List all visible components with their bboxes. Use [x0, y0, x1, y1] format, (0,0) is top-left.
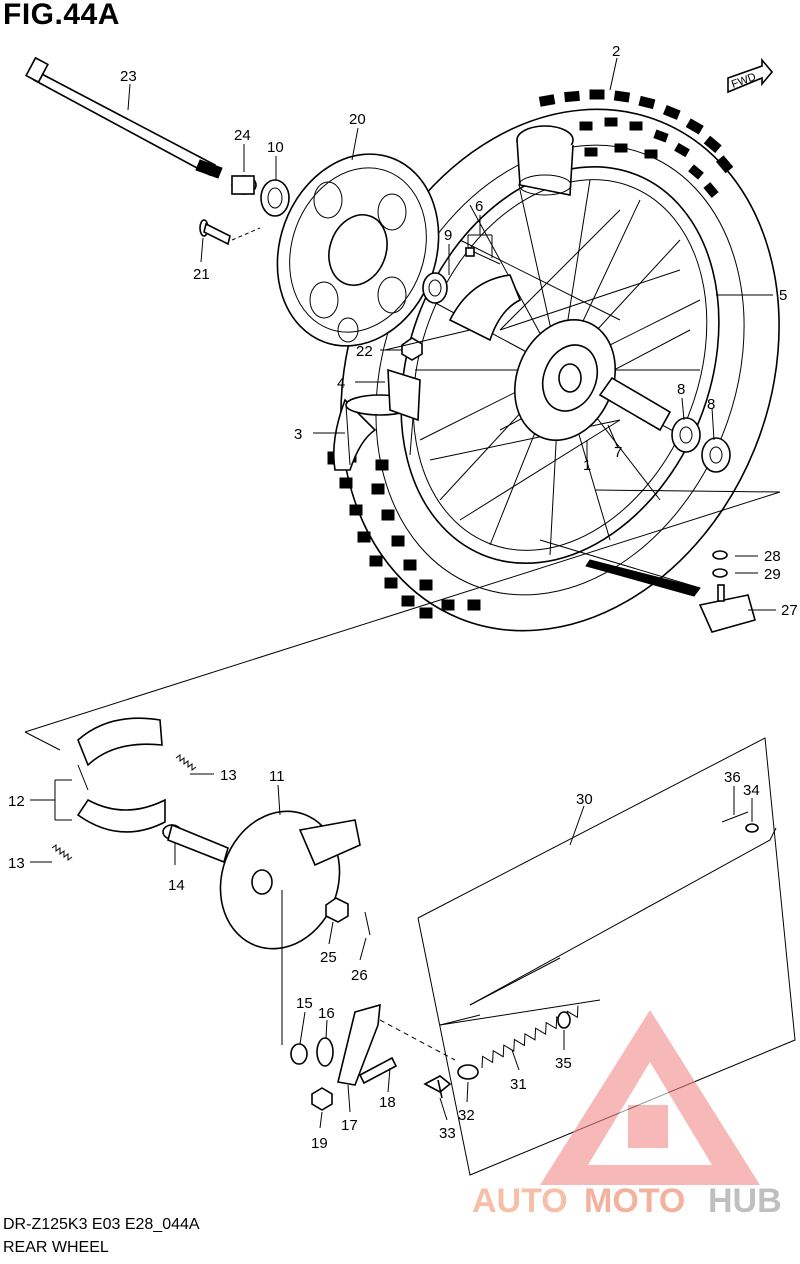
callout-16: 16	[318, 1005, 335, 1022]
watermark-hub: HUB	[708, 1182, 782, 1220]
rear-sprocket	[276, 153, 440, 347]
callout-2: 2	[612, 43, 620, 60]
callout-19: 19	[311, 1135, 328, 1152]
o-ring	[290, 1043, 308, 1065]
sprocket-nut	[401, 337, 423, 361]
rim-band	[387, 368, 421, 422]
callout-22: 22	[356, 343, 373, 360]
brake-cam-lever	[337, 1003, 381, 1086]
hub	[513, 318, 672, 442]
callout-7: 7	[614, 444, 622, 461]
callout-15: 15	[296, 995, 313, 1012]
watermark-auto: AUTO	[472, 1182, 568, 1220]
footer-model-code: DR-Z125K3 E03 E28_044A	[3, 1216, 200, 1233]
callout-6: 6	[475, 198, 483, 215]
footer-section-name: REAR WHEEL	[3, 1239, 109, 1256]
callout-4: 4	[337, 375, 345, 392]
callout-10: 10	[267, 139, 284, 156]
callout-27: 27	[781, 602, 798, 619]
indicator-plate	[316, 1037, 334, 1067]
rod-joint	[457, 1064, 479, 1080]
brake-panel	[219, 810, 361, 950]
brake-shoes	[76, 717, 166, 833]
brake-rod	[439, 827, 777, 1026]
callout-30: 30	[576, 791, 593, 808]
callout-32: 32	[458, 1107, 475, 1124]
oil-seal	[260, 179, 290, 217]
callout-20: 20	[349, 111, 366, 128]
wing-nut	[423, 1075, 452, 1099]
callout-11: 11	[269, 768, 285, 785]
lever-nut	[311, 1087, 333, 1111]
callouts: 1 2 3 4 5 6 7 8 8 9 10 11 12 13 13 14 15…	[8, 43, 798, 1152]
callout-13a: 13	[220, 767, 237, 784]
callout-23: 23	[120, 68, 137, 85]
callout-34: 34	[743, 782, 760, 799]
rod-pin	[721, 811, 749, 823]
pointer-arrow	[585, 559, 701, 597]
callout-14: 14	[168, 877, 185, 894]
castle-nut	[325, 897, 349, 923]
watermark-logo-icon	[540, 1010, 760, 1185]
callout-1: 1	[583, 457, 591, 474]
callout-31: 31	[510, 1076, 527, 1093]
callout-29: 29	[764, 566, 781, 583]
callout-21: 21	[193, 266, 210, 283]
callout-18: 18	[379, 1094, 396, 1111]
brake-spring-a	[175, 754, 197, 771]
callout-26: 26	[351, 967, 368, 984]
callout-33: 33	[439, 1125, 456, 1142]
tire-cutaway	[516, 125, 574, 196]
wheel-bearing-a	[671, 417, 701, 453]
brake-spring-b	[51, 844, 73, 861]
wheel-bearing-b	[701, 437, 731, 473]
hub-drum-plate	[448, 274, 522, 342]
bearing-9	[422, 272, 448, 304]
watermark-moto: MOTO	[584, 1182, 685, 1220]
brake-rod-box	[417, 737, 796, 1176]
callout-36: 36	[724, 769, 741, 786]
callout-12: 12	[8, 793, 25, 810]
cotter-pin	[364, 911, 371, 936]
brake-cam	[162, 823, 229, 864]
rear-axle	[25, 56, 223, 179]
callout-8b: 8	[707, 396, 715, 413]
callout-28: 28	[764, 548, 781, 565]
callout-13b: 13	[8, 855, 25, 872]
rim-lock	[698, 550, 756, 633]
lever-bolt	[358, 1056, 398, 1085]
rod-washer	[745, 823, 759, 833]
spring-washer	[557, 1011, 571, 1029]
callout-25: 25	[320, 949, 337, 966]
callout-24: 24	[234, 127, 251, 144]
callout-8a: 8	[677, 381, 685, 398]
leader-lines	[30, 57, 776, 1129]
callout-9: 9	[444, 227, 452, 244]
tire-tread-knobs	[327, 89, 734, 619]
valve	[465, 247, 501, 265]
callout-3: 3	[294, 426, 302, 443]
callout-35: 35	[555, 1055, 572, 1072]
callout-17: 17	[341, 1117, 358, 1134]
figure-title: FIG.44A	[3, 0, 120, 31]
callout-5: 5	[779, 287, 787, 304]
sprocket-bolt	[199, 219, 261, 246]
